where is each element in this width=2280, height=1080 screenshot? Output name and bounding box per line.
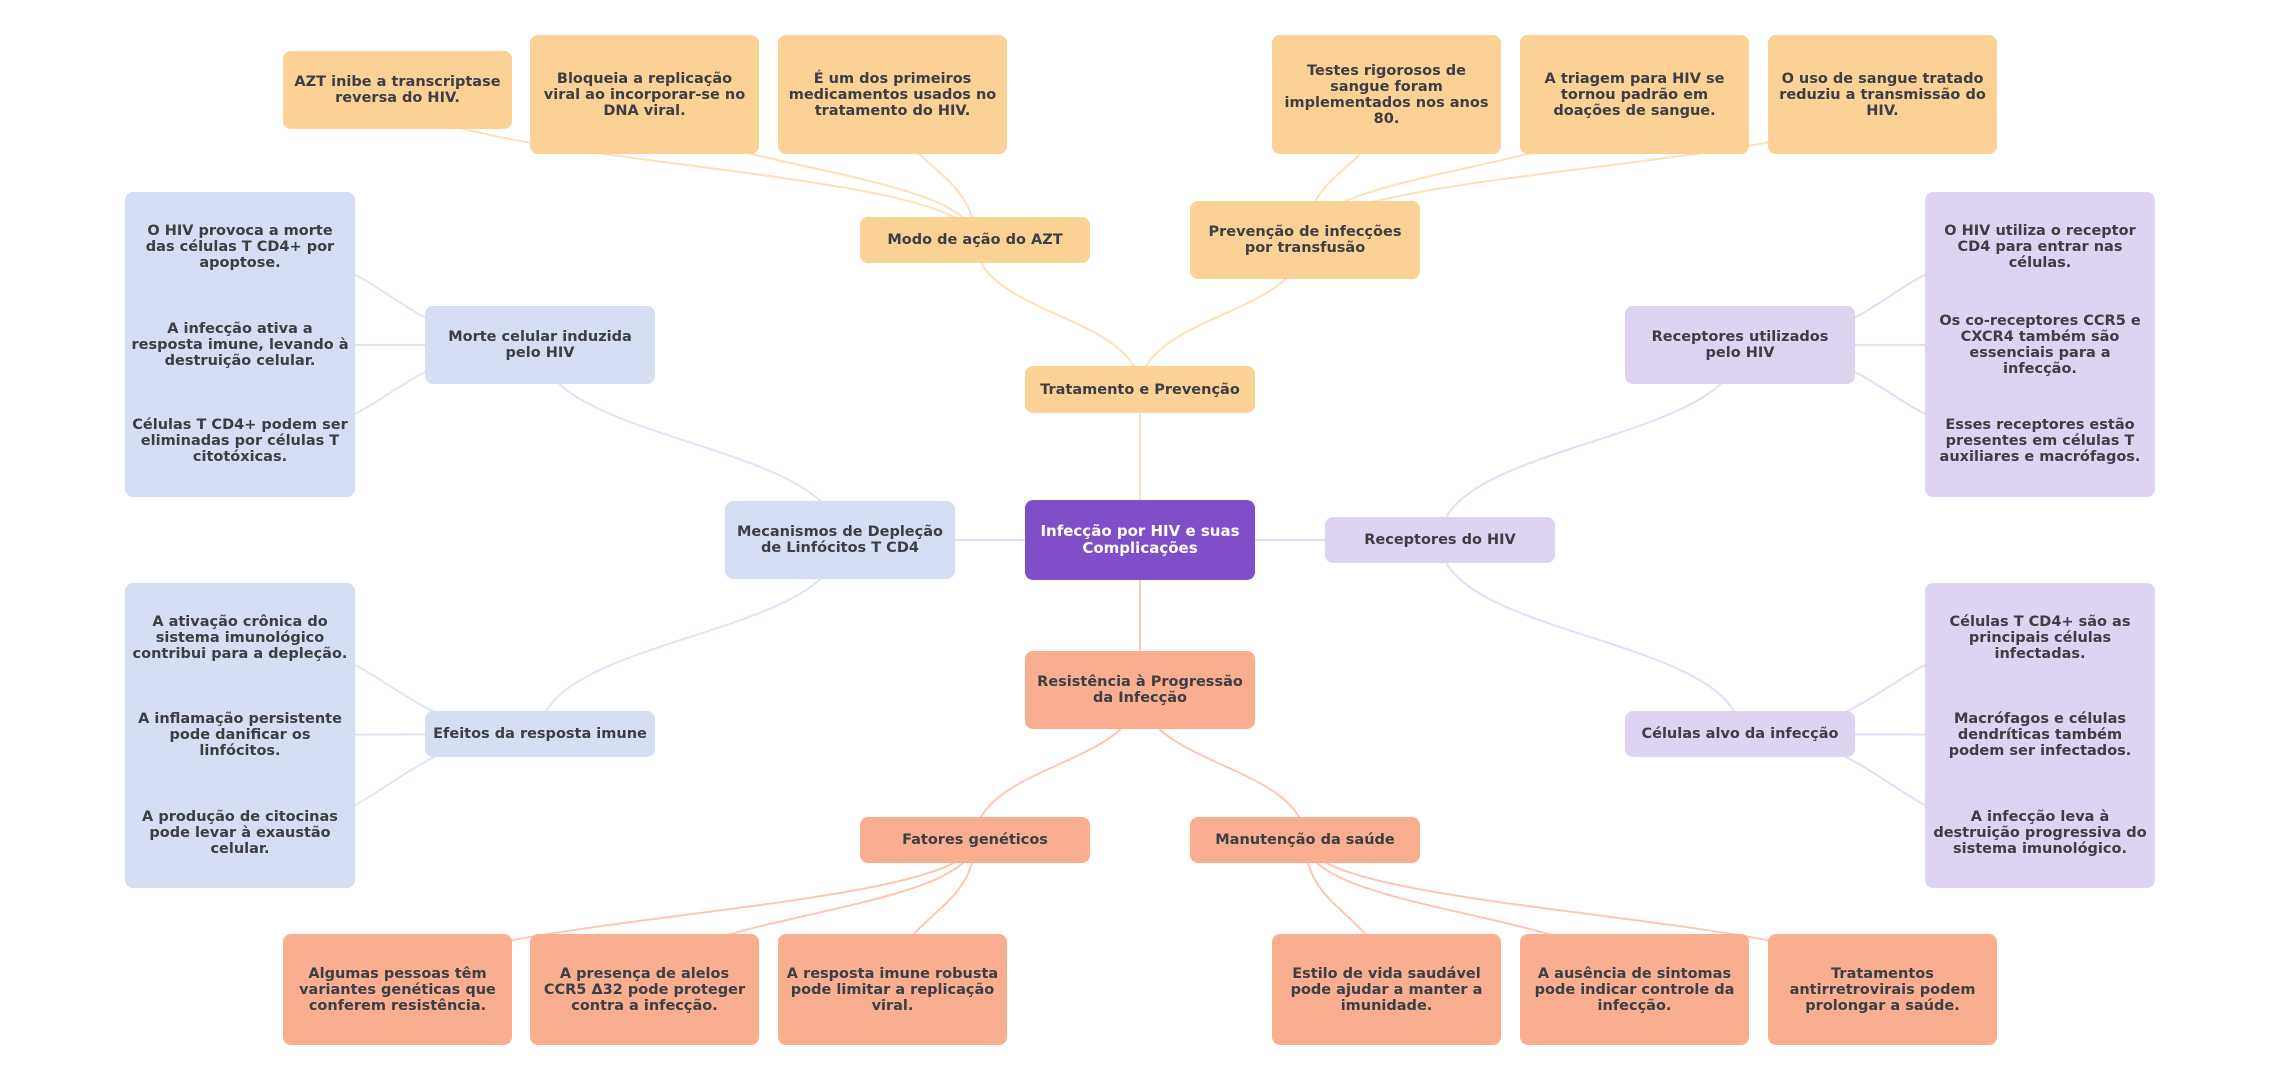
connector-line bbox=[974, 239, 1141, 390]
branch-label: Tratamento e Prevenção bbox=[1040, 381, 1240, 398]
leaf-node[interactable]: A inflamação persistente pode danificar … bbox=[138, 711, 342, 759]
branch-label: Resistência à Progressão da Infecção bbox=[1037, 674, 1243, 706]
leaf-node[interactable]: Algumas pessoas têm variantes genéticas … bbox=[283, 934, 512, 1045]
subtopic-label: Morte celular induzida pelo HIV bbox=[448, 329, 632, 361]
leaf-group bbox=[1925, 583, 2155, 888]
leaf-node[interactable]: A ativação crônica do sistema imunológic… bbox=[132, 614, 348, 662]
subtopic-hiv-induced-cell-death[interactable]: Morte celular induzida pelo HIV bbox=[425, 306, 655, 384]
leaf-node[interactable]: A infecção leva à destruição progressiva… bbox=[1933, 809, 2147, 857]
connector-line bbox=[1439, 539, 1741, 735]
subtopic-health-maintenance[interactable]: Manutenção da saúde bbox=[1190, 817, 1420, 863]
leaf-node[interactable]: Bloqueia a replicação viral ao incorpora… bbox=[530, 35, 759, 154]
leaf-label: Estilo de vida saudável pode ajudar a ma… bbox=[1290, 965, 1483, 1014]
leaf-node[interactable]: Macrófagos e células dendríticas também … bbox=[1948, 711, 2132, 759]
subtopic-label: Prevenção de infecções por transfusão bbox=[1208, 224, 1402, 256]
leaf-node[interactable]: Células T CD4+ são as principais células… bbox=[1949, 614, 2131, 662]
leaf-label: AZT inibe a transcriptase reversa do HIV… bbox=[294, 74, 501, 106]
root-node[interactable]: Infecção por HIV e suas Complicações bbox=[1025, 500, 1255, 580]
leaf-node[interactable]: Testes rigorosos de sangue foram impleme… bbox=[1272, 35, 1501, 154]
leaf-label: Algumas pessoas têm variantes genéticas … bbox=[299, 965, 496, 1014]
branch-label: Receptores do HIV bbox=[1364, 532, 1516, 548]
leaf-label: Testes rigorosos de sangue foram impleme… bbox=[1284, 62, 1489, 127]
subtopic-target-cells[interactable]: Células alvo da infecção bbox=[1625, 711, 1855, 757]
leaf-group bbox=[125, 192, 355, 497]
subtopic-label: Células alvo da infecção bbox=[1641, 726, 1839, 742]
subtopic-label: Fatores genéticos bbox=[902, 832, 1048, 848]
leaf-node[interactable]: O HIV utiliza o receptor CD4 para entrar… bbox=[1944, 223, 2136, 271]
subtopic-label: Receptores utilizados pelo HIV bbox=[1651, 329, 1829, 361]
leaf-group bbox=[1925, 192, 2155, 497]
leaf-node[interactable]: O uso de sangue tratado reduziu a transm… bbox=[1768, 35, 1997, 154]
leaf-label: A resposta imune robusta pode limitar a … bbox=[786, 965, 999, 1014]
leaf-label: A ausência de sintomas pode indicar cont… bbox=[1534, 965, 1735, 1014]
subtopic-label: Modo de ação do AZT bbox=[887, 232, 1063, 248]
leaf-label: Bloqueia a replicação viral ao incorpora… bbox=[543, 70, 746, 119]
leaf-node[interactable]: O HIV provoca a morte das células T CD4+… bbox=[145, 223, 335, 271]
leaf-node[interactable]: Esses receptores estão presentes em célu… bbox=[1939, 417, 2141, 465]
subtopic-transfusion-prevention[interactable]: Prevenção de infecções por transfusão bbox=[1190, 201, 1420, 279]
branch-resistance[interactable]: Resistência à Progressão da Infecção bbox=[1025, 651, 1255, 729]
leaf-label: O uso de sangue tratado reduziu a transm… bbox=[1779, 70, 1986, 119]
subtopic-genetic-factors[interactable]: Fatores genéticos bbox=[860, 817, 1090, 863]
leaf-label: Tratamentos antirretrovirais podem prolo… bbox=[1789, 965, 1976, 1014]
subtopic-label: Efeitos da resposta imune bbox=[433, 726, 647, 742]
leaf-group bbox=[125, 583, 355, 888]
leaf-node[interactable]: Células T CD4+ podem ser eliminadas por … bbox=[132, 417, 348, 465]
branch-treatment-prevention[interactable]: Tratamento e Prevenção bbox=[1025, 366, 1255, 413]
leaf-label: É um dos primeiros medicamentos usados n… bbox=[788, 70, 997, 119]
leaf-node[interactable]: A ausência de sintomas pode indicar cont… bbox=[1520, 934, 1749, 1045]
leaf-node[interactable]: Os co-receptores CCR5 e CXCR4 também são… bbox=[1939, 313, 2141, 377]
branch-label: Mecanismos de Depleção de Linfócitos T C… bbox=[737, 524, 943, 556]
branch-hiv-receptors[interactable]: Receptores do HIV bbox=[1325, 517, 1555, 563]
leaf-label: A triagem para HIV se tornou padrão em d… bbox=[1544, 70, 1725, 119]
subtopic-azt-mode-of-action[interactable]: Modo de ação do AZT bbox=[860, 217, 1090, 263]
leaf-node[interactable]: É um dos primeiros medicamentos usados n… bbox=[778, 35, 1007, 154]
leaf-node[interactable]: Estilo de vida saudável pode ajudar a ma… bbox=[1272, 934, 1501, 1045]
leaf-node[interactable]: A presença de alelos CCR5 Δ32 pode prote… bbox=[530, 934, 759, 1045]
leaf-node[interactable]: A produção de citocinas pode levar à exa… bbox=[142, 809, 338, 857]
leaf-label: A presença de alelos CCR5 Δ32 pode prote… bbox=[543, 965, 746, 1014]
subtopic-receptors-used[interactable]: Receptores utilizados pelo HIV bbox=[1625, 306, 1855, 384]
subtopic-label: Manutenção da saúde bbox=[1215, 832, 1395, 848]
leaf-node[interactable]: A resposta imune robusta pode limitar a … bbox=[778, 934, 1007, 1045]
branch-cd4-depletion[interactable]: Mecanismos de Depleção de Linfócitos T C… bbox=[725, 501, 955, 579]
leaf-node[interactable]: A infecção ativa a resposta imune, levan… bbox=[131, 321, 349, 369]
leaf-node[interactable]: AZT inibe a transcriptase reversa do HIV… bbox=[283, 51, 512, 129]
leaf-node[interactable]: Tratamentos antirretrovirais podem prolo… bbox=[1768, 934, 1997, 1045]
root-label: Infecção por HIV e suas Complicações bbox=[1040, 522, 1240, 557]
leaf-node[interactable]: A triagem para HIV se tornou padrão em d… bbox=[1520, 35, 1749, 154]
subtopic-immune-response-effects[interactable]: Efeitos da resposta imune bbox=[425, 711, 655, 757]
